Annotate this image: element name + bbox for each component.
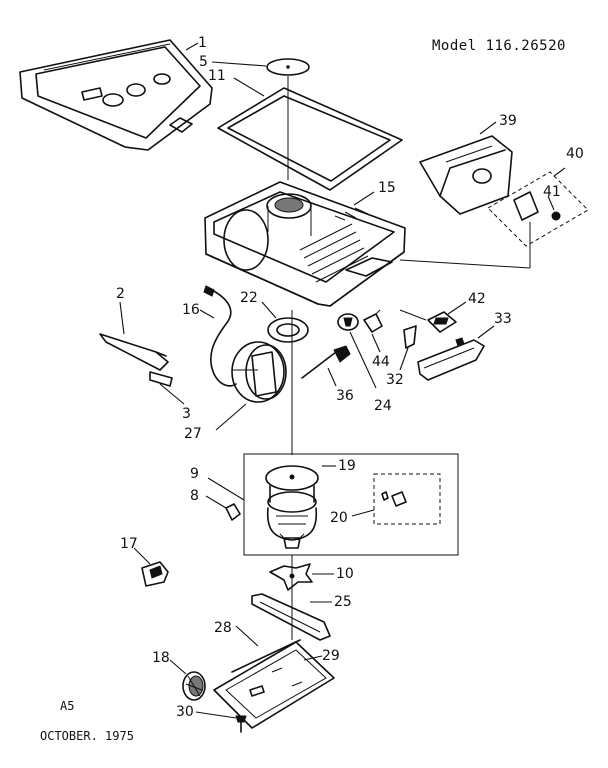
- callout-2: 2: [116, 286, 125, 302]
- part-25-plate[interactable]: [251, 593, 331, 641]
- callout-18: 18: [152, 650, 170, 666]
- part-29-base-plate[interactable]: [213, 641, 335, 729]
- callout-11: 11: [208, 68, 226, 84]
- callout-36: 36: [336, 388, 354, 404]
- part-42-plug[interactable]: [399, 309, 457, 333]
- part-2-bracket[interactable]: [99, 333, 169, 371]
- callout-20: 20: [330, 510, 348, 526]
- callout-39: 39: [499, 113, 517, 129]
- part-3-clip[interactable]: [149, 371, 173, 387]
- callout-28: 28: [214, 620, 232, 636]
- callout-44: 44: [372, 354, 390, 370]
- callout-29: 29: [322, 648, 340, 664]
- part-20-group-outline: [373, 473, 441, 525]
- part-27-cord-reel[interactable]: [231, 341, 287, 403]
- part-20-brushes[interactable]: [381, 491, 407, 507]
- part-40-latch[interactable]: [513, 191, 539, 221]
- part-10-fan[interactable]: [269, 563, 313, 591]
- callout-17: 17: [120, 536, 138, 552]
- part-32-clip[interactable]: [403, 325, 417, 349]
- callout-27: 27: [184, 426, 202, 442]
- part-18-wheel[interactable]: [182, 671, 206, 701]
- callout-40: 40: [566, 146, 584, 162]
- callout-16: 16: [182, 302, 200, 318]
- part-1-top-cover[interactable]: [19, 39, 213, 151]
- part-33-handle[interactable]: [417, 337, 485, 381]
- part-24-knob[interactable]: [337, 313, 359, 331]
- part-8-brush-cap[interactable]: [225, 503, 241, 521]
- callout-1: 1: [198, 35, 207, 51]
- part-17-switch[interactable]: [141, 561, 169, 587]
- callout-3: 3: [182, 406, 191, 422]
- part-16-power-cord[interactable]: [203, 285, 237, 387]
- part-40-group-outline: [487, 171, 589, 247]
- callout-33: 33: [494, 311, 512, 327]
- part-5-filter-disc[interactable]: [266, 58, 310, 76]
- callout-41: 41: [543, 184, 561, 200]
- callout-25: 25: [334, 594, 352, 610]
- callout-32: 32: [386, 372, 404, 388]
- part-41-nut[interactable]: [551, 211, 561, 221]
- callout-30: 30: [176, 704, 194, 720]
- revision-date: OCTOBER. 1975: [40, 729, 134, 743]
- callout-42: 42: [468, 291, 486, 307]
- callout-8: 8: [190, 488, 199, 504]
- callout-24: 24: [374, 398, 392, 414]
- part-39-bag-holder[interactable]: [419, 135, 513, 215]
- page-code: A5: [60, 699, 74, 713]
- callout-15: 15: [378, 180, 396, 196]
- part-30-screw[interactable]: [235, 715, 247, 733]
- part-15-main-housing[interactable]: [204, 181, 406, 307]
- motor-group-outline: [243, 453, 459, 556]
- part-28-rod[interactable]: [231, 639, 301, 673]
- part-44-switch[interactable]: [363, 309, 383, 333]
- model-title: Model 116.26520: [432, 38, 566, 54]
- part-11-gasket[interactable]: [217, 87, 403, 191]
- part-19-motor-assembly[interactable]: [265, 465, 319, 549]
- part-36-strain-relief[interactable]: [301, 345, 351, 379]
- callout-22: 22: [240, 290, 258, 306]
- part-22-ring-gasket[interactable]: [267, 317, 309, 343]
- callout-9: 9: [190, 466, 199, 482]
- callout-5: 5: [199, 54, 208, 70]
- callout-10: 10: [336, 566, 354, 582]
- callout-19: 19: [338, 458, 356, 474]
